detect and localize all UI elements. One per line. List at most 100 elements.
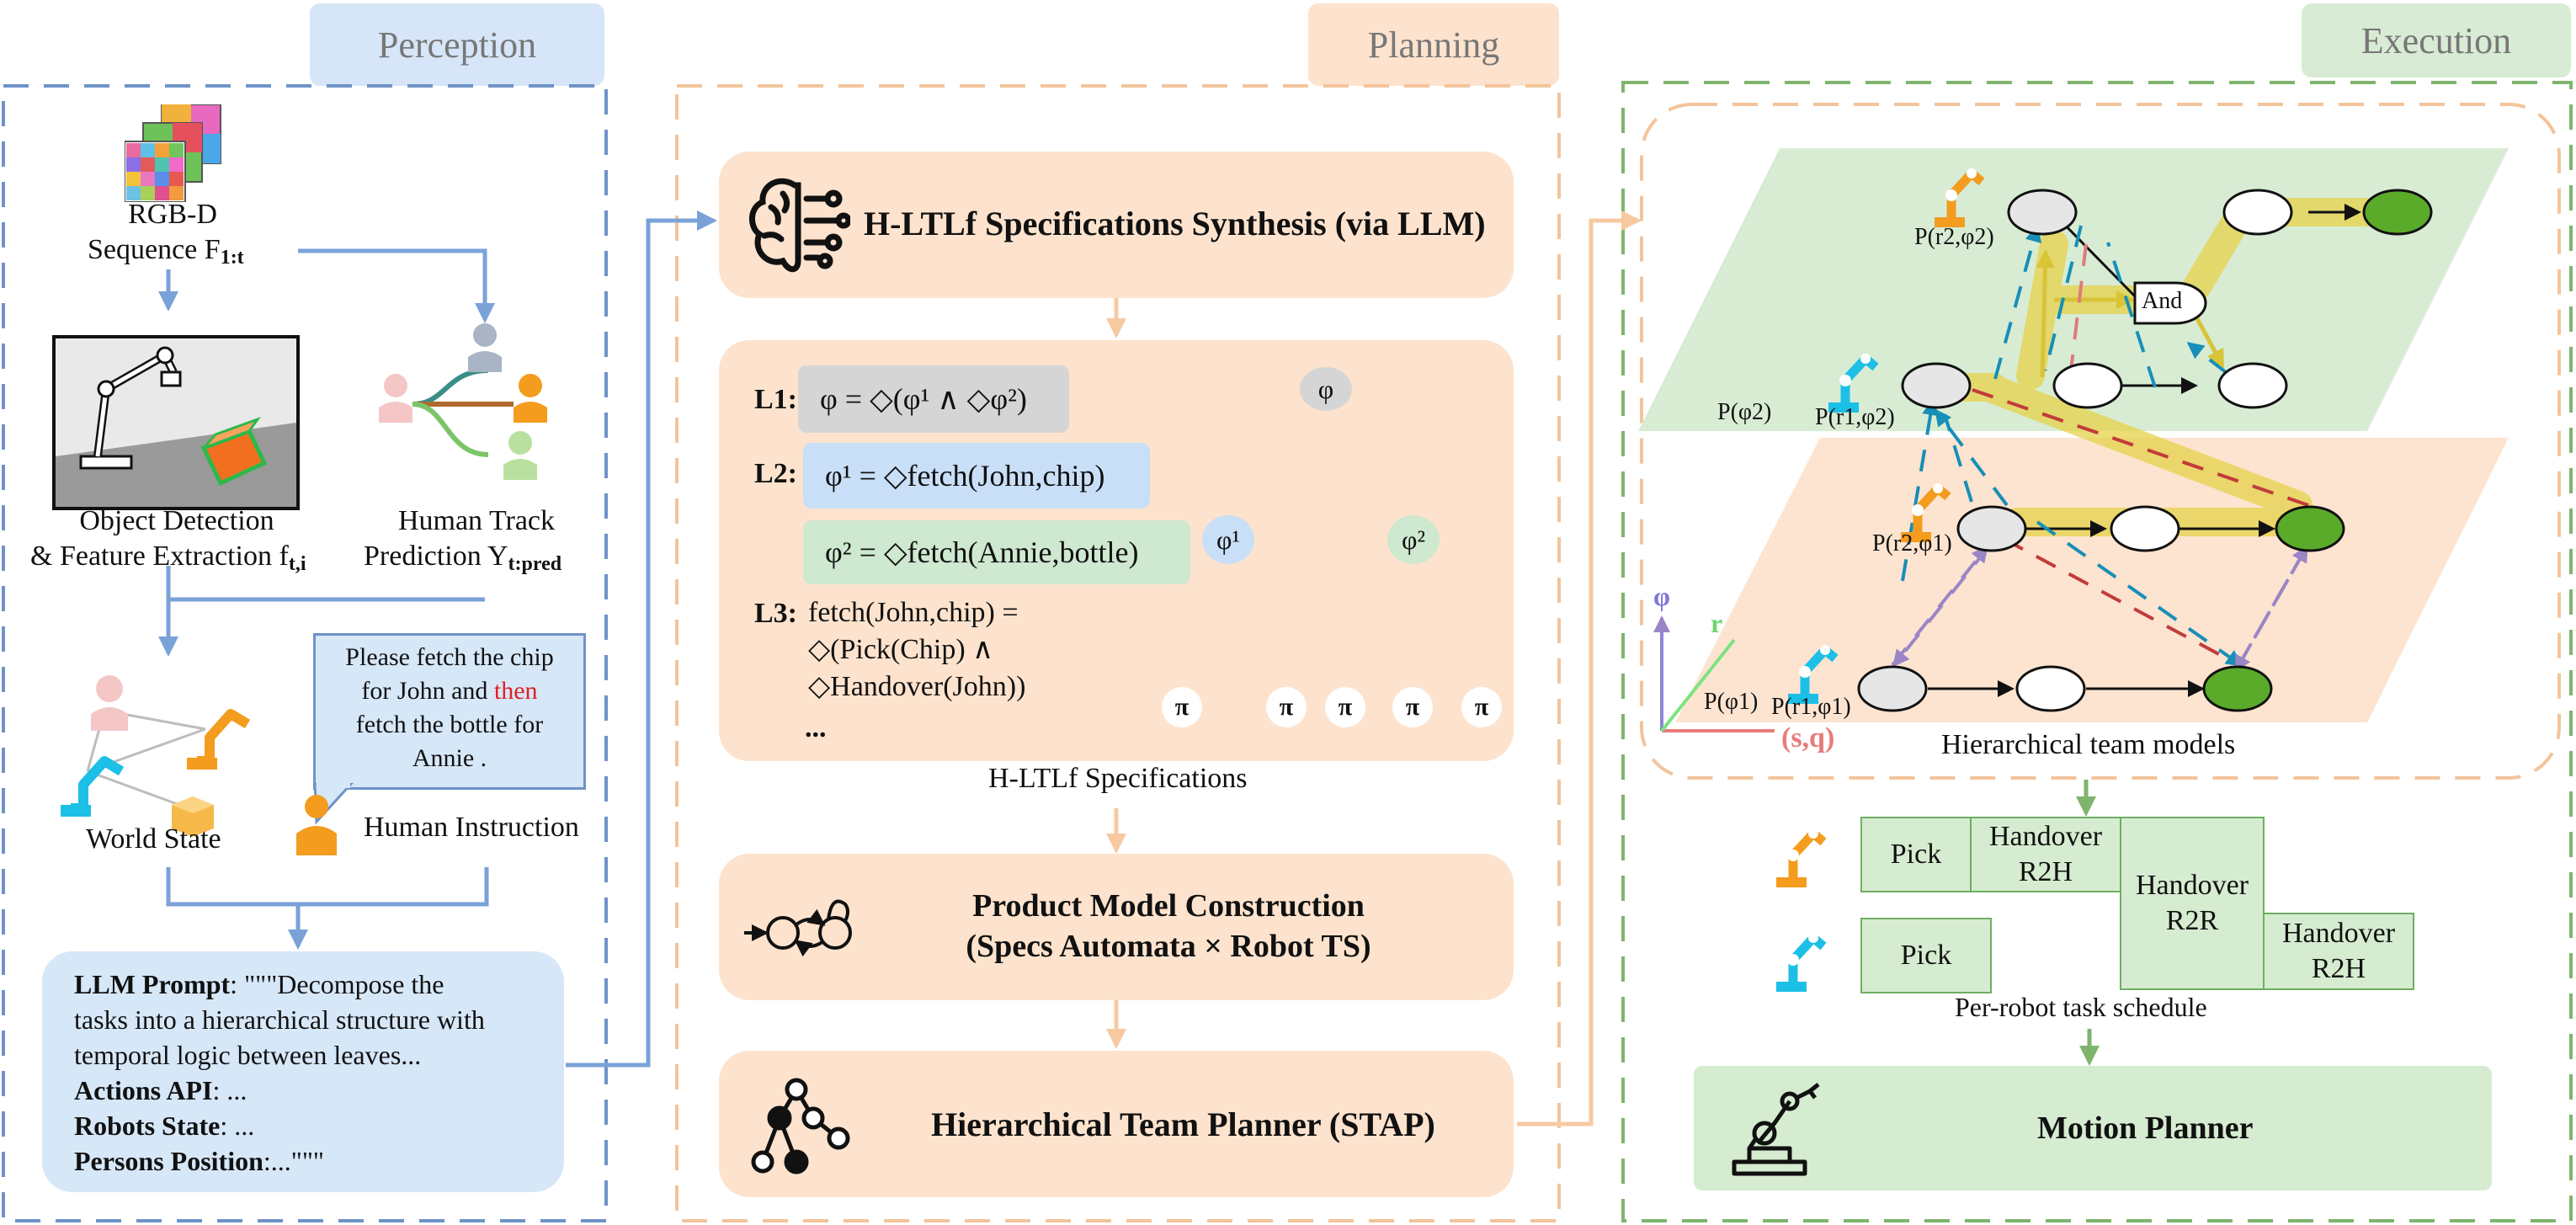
l3-text: fetch(John,chip) = ◇(Pick(Chip) ∧ ◇Hando… bbox=[808, 594, 1025, 706]
prompt-text: : """Decompose the bbox=[230, 969, 444, 999]
planning-title: Planning bbox=[1367, 24, 1500, 66]
speech-line-3: fetch the bottle for bbox=[355, 711, 544, 738]
label-p-r2-phi2: P(r2,φ2) bbox=[1914, 224, 1994, 250]
l2-label: L2: bbox=[754, 458, 797, 489]
l2-formula-b: φ² = ◇fetch(Annie,bottle) bbox=[803, 520, 1190, 584]
l3-line-1: fetch(John,chip) = bbox=[808, 597, 1019, 628]
human-track-label: Human Track bbox=[397, 505, 556, 536]
motion-planner-title: Motion Planner bbox=[2037, 1110, 2254, 1146]
product-line-2: (Specs Automata × Robot TS) bbox=[966, 929, 1371, 964]
orange-robot-icon bbox=[1899, 471, 1953, 544]
tree-right-node: φ² bbox=[1387, 515, 1440, 564]
spec-ellipsis: ... bbox=[805, 712, 827, 743]
planning-tab: Planning bbox=[1308, 3, 1559, 86]
product-line-1: Product Model Construction bbox=[972, 888, 1365, 924]
and-node bbox=[2133, 281, 2207, 325]
node bbox=[2015, 665, 2086, 712]
node bbox=[2052, 362, 2123, 409]
node bbox=[1857, 665, 1928, 712]
sched-caption: Per-robot task schedule bbox=[1955, 992, 2207, 1022]
perception-title: Perception bbox=[377, 24, 537, 66]
llm-prompt-box: LLM Prompt: """Decompose the tasks into … bbox=[42, 951, 564, 1192]
speech-line-4: Annie . bbox=[412, 744, 487, 772]
robot-arm-icon bbox=[1727, 1079, 1828, 1179]
node bbox=[2007, 189, 2078, 236]
l3-line-2: ◇(Pick(Chip) ∧ bbox=[808, 634, 994, 665]
node bbox=[2217, 362, 2288, 409]
l3-line-3: ◇Handover(John)) bbox=[808, 671, 1026, 702]
tree-leaf-2: π bbox=[1266, 687, 1307, 727]
axis-phi-label: φ bbox=[1653, 581, 1670, 611]
cyan-robot-icon bbox=[1786, 633, 1840, 706]
object-detection-image bbox=[52, 335, 300, 510]
l3-label: L3: bbox=[754, 598, 797, 629]
speech-line-1: Please fetch the chip bbox=[345, 643, 554, 671]
speech-bubble: Please fetch the chip for John and then … bbox=[313, 633, 586, 790]
orange-robot-icon bbox=[1775, 817, 1828, 889]
execution-title: Execution bbox=[2360, 19, 2512, 61]
spec-caption: H-LTLf Specifications bbox=[988, 763, 1248, 794]
human-icon bbox=[293, 793, 340, 855]
models-frame bbox=[1640, 103, 2561, 780]
models-caption: Hierarchical team models bbox=[1941, 729, 2236, 760]
object-detection-label: Object Detection bbox=[79, 505, 274, 536]
perception-frame bbox=[2, 84, 608, 1222]
product-model-title: Product Model Construction (Specs Automa… bbox=[899, 886, 1438, 967]
cyan-robot-icon bbox=[1827, 342, 1881, 414]
prompt-text-2: tasks into a hierarchical structure with bbox=[74, 1004, 485, 1035]
team-planner-title: Hierarchical Team Planner (STAP) bbox=[931, 1105, 1435, 1143]
brain-icon bbox=[746, 173, 852, 276]
human-track-prediction-label: Prediction Yt:pred bbox=[364, 541, 562, 575]
rgbd-sequence-label: Sequence F1:t bbox=[88, 234, 244, 269]
persons-position-value: :...""" bbox=[263, 1146, 324, 1176]
sched-pick-r1: Pick bbox=[1860, 918, 1992, 993]
speech-line-2: for John and bbox=[361, 677, 494, 705]
label-p-r1-phi1: P(r1,φ1) bbox=[1771, 694, 1851, 720]
node bbox=[1901, 362, 1972, 409]
axes bbox=[1653, 615, 1775, 732]
and-node-label: And bbox=[2142, 288, 2183, 314]
tree-leaf-3: π bbox=[1325, 687, 1365, 727]
l1-formula: φ = ◇(φ¹ ∧ ◇φ²) bbox=[798, 365, 1069, 433]
axis-sq-label: (s,q) bbox=[1781, 722, 1835, 754]
synthesis-title: H-LTLf Specifications Synthesis (via LLM… bbox=[864, 205, 1486, 242]
execution-frame bbox=[1621, 81, 2573, 1222]
l2-formula-a: φ¹ = ◇fetch(John,chip) bbox=[803, 443, 1150, 509]
world-state-label: World State bbox=[86, 823, 221, 855]
l1-label: L1: bbox=[754, 384, 797, 415]
sched-pick-r2: Pick bbox=[1860, 817, 1972, 892]
human-track-icon bbox=[370, 320, 572, 497]
axis-r-label: r bbox=[1711, 608, 1723, 638]
human-instruction-label: Human Instruction bbox=[364, 812, 579, 843]
execution-tab: Execution bbox=[2302, 3, 2571, 77]
node bbox=[2110, 505, 2180, 552]
node-goal bbox=[2275, 505, 2345, 552]
node-goal bbox=[2362, 189, 2433, 236]
speech-then: then bbox=[493, 677, 538, 705]
tree-planner-icon bbox=[746, 1068, 864, 1185]
robots-state-value: : ... bbox=[220, 1110, 255, 1141]
actions-api-value: : ... bbox=[212, 1075, 247, 1105]
motion-planner-box bbox=[1694, 1066, 2492, 1190]
tree-leaf-4: π bbox=[1392, 687, 1433, 727]
label-p-phi1: P(φ1) bbox=[1704, 689, 1759, 715]
node bbox=[2222, 189, 2293, 236]
tree-left-node: φ¹ bbox=[1202, 515, 1254, 564]
world-state-icon bbox=[54, 670, 273, 839]
prompt-label: LLM Prompt bbox=[74, 969, 231, 999]
node bbox=[1956, 505, 2027, 552]
node-goal bbox=[2202, 665, 2273, 712]
tree-leaf-5: π bbox=[1461, 687, 1502, 727]
tree-root-node: φ bbox=[1300, 367, 1352, 411]
label-p-r1-phi2: P(r1,φ2) bbox=[1815, 404, 1895, 430]
cyan-robot-icon bbox=[1775, 921, 1828, 993]
automata-icon bbox=[741, 886, 859, 970]
persons-position-label: Persons Position bbox=[74, 1146, 263, 1176]
rgbd-label: RGB-D bbox=[128, 199, 217, 230]
rgbd-stack-icon bbox=[124, 104, 222, 203]
prompt-text-3: temporal logic between leaves... bbox=[74, 1040, 422, 1070]
